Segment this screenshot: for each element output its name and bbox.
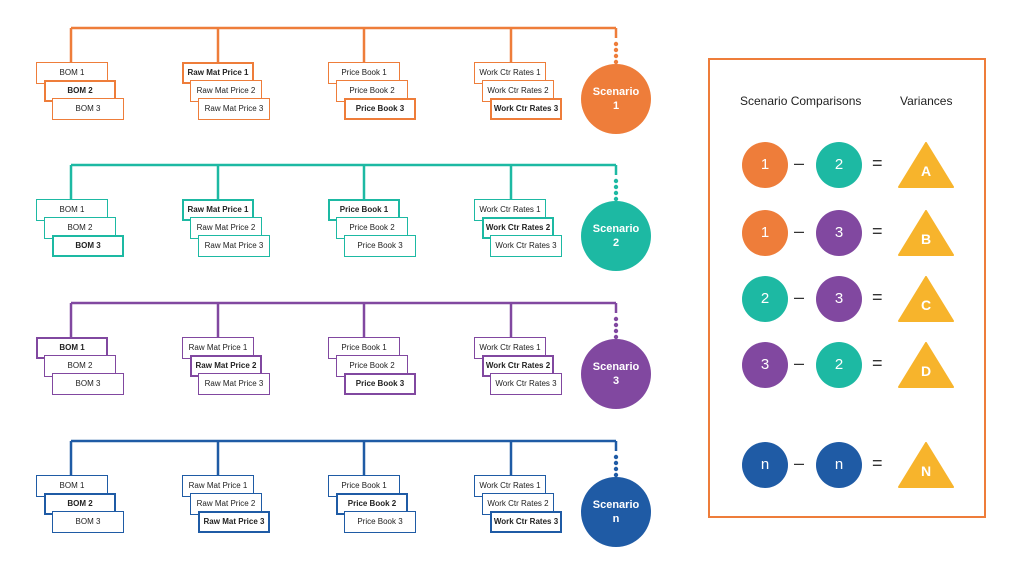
scenario-label: Scenario xyxy=(592,86,640,98)
variances-heading: Variances xyxy=(900,94,953,108)
continuation-dot xyxy=(613,460,619,466)
equals-sign: = xyxy=(872,153,883,173)
scenario-circle: Scenario 1 xyxy=(581,64,651,134)
equals-sign: = xyxy=(872,287,883,307)
option-card-selected: Work Ctr Rates 3 xyxy=(490,98,562,120)
scenario-number: 3 xyxy=(612,375,620,387)
scenario-label: Scenario xyxy=(592,499,640,511)
option-card: Raw Mat Price 3 xyxy=(198,98,270,120)
variance-label: D xyxy=(920,363,932,379)
option-card-selected: BOM 3 xyxy=(52,235,124,257)
option-card: Work Ctr Rates 3 xyxy=(490,373,562,395)
continuation-dot xyxy=(613,47,619,53)
continuation-dot xyxy=(613,53,619,59)
comparison-row: 1–2 = A xyxy=(710,142,984,188)
scenario-label: Scenario xyxy=(592,223,640,235)
scenario-bubble: 2 xyxy=(816,142,862,188)
continuation-dot xyxy=(613,334,619,340)
continuation-dot xyxy=(613,59,619,65)
minus-sign: – xyxy=(794,221,805,241)
minus-sign: – xyxy=(794,153,805,173)
continuation-dot xyxy=(613,454,619,460)
variance-label: B xyxy=(920,231,932,247)
equals-sign: = xyxy=(872,453,883,473)
scenario-bubble: 3 xyxy=(816,210,862,256)
minus-sign: – xyxy=(794,287,805,307)
continuation-dot xyxy=(613,322,619,328)
option-card: Raw Mat Price 3 xyxy=(198,235,270,257)
scenario-number: 2 xyxy=(612,237,620,249)
continuation-dot xyxy=(613,178,619,184)
option-card: BOM 3 xyxy=(52,373,124,395)
continuation-dot xyxy=(613,472,619,478)
minus-sign: – xyxy=(794,453,805,473)
comparison-row: n–n = N xyxy=(710,442,984,488)
continuation-dot xyxy=(613,41,619,47)
variance-triangle-icon: B xyxy=(898,210,954,256)
scenario-bubble: n xyxy=(816,442,862,488)
scenario-bubble: 2 xyxy=(816,342,862,388)
continuation-dot xyxy=(613,316,619,322)
variance-label: N xyxy=(920,463,932,479)
option-card-selected: Price Book 3 xyxy=(344,373,416,395)
variance-label: C xyxy=(920,297,932,313)
comparison-row: 2–3 = C xyxy=(710,276,984,322)
scenario-bubble: 3 xyxy=(816,276,862,322)
comparison-row: 3–2 = D xyxy=(710,342,984,388)
variance-label: A xyxy=(920,163,932,179)
continuation-dot xyxy=(613,466,619,472)
variance-triangle-icon: N xyxy=(898,442,954,488)
option-card-selected: Work Ctr Rates 3 xyxy=(490,511,562,533)
option-card-selected: Price Book 3 xyxy=(344,98,416,120)
variance-triangle-icon: A xyxy=(898,142,954,188)
option-card: BOM 3 xyxy=(52,98,124,120)
scenario-bubble: 2 xyxy=(742,276,788,322)
scenario-bubble: n xyxy=(742,442,788,488)
variance-triangle-icon: D xyxy=(898,342,954,388)
comparisons-heading: Scenario Comparisons xyxy=(740,94,862,108)
continuation-dot xyxy=(613,190,619,196)
continuation-dot xyxy=(613,328,619,334)
scenario-label: Scenario xyxy=(592,361,640,373)
continuation-dot xyxy=(613,196,619,202)
continuation-dot xyxy=(613,184,619,190)
equals-sign: = xyxy=(872,353,883,373)
scenario-bubble: 1 xyxy=(742,142,788,188)
option-card: BOM 3 xyxy=(52,511,124,533)
scenario-number: 1 xyxy=(612,100,620,112)
comparison-row: 1–3 = B xyxy=(710,210,984,256)
scenario-circle: Scenario 3 xyxy=(581,339,651,409)
option-card-selected: Raw Mat Price 3 xyxy=(198,511,270,533)
scenario-bubble: 1 xyxy=(742,210,788,256)
option-card: Price Book 3 xyxy=(344,235,416,257)
option-card: Work Ctr Rates 3 xyxy=(490,235,562,257)
equals-sign: = xyxy=(872,221,883,241)
scenario-circle: Scenario 2 xyxy=(581,201,651,271)
scenario-number: n xyxy=(612,513,620,525)
option-card: Price Book 3 xyxy=(344,511,416,533)
option-card: Raw Mat Price 3 xyxy=(198,373,270,395)
minus-sign: – xyxy=(794,353,805,373)
scenario-circle: Scenario n xyxy=(581,477,651,547)
scenario-bubble: 3 xyxy=(742,342,788,388)
variance-triangle-icon: C xyxy=(898,276,954,322)
